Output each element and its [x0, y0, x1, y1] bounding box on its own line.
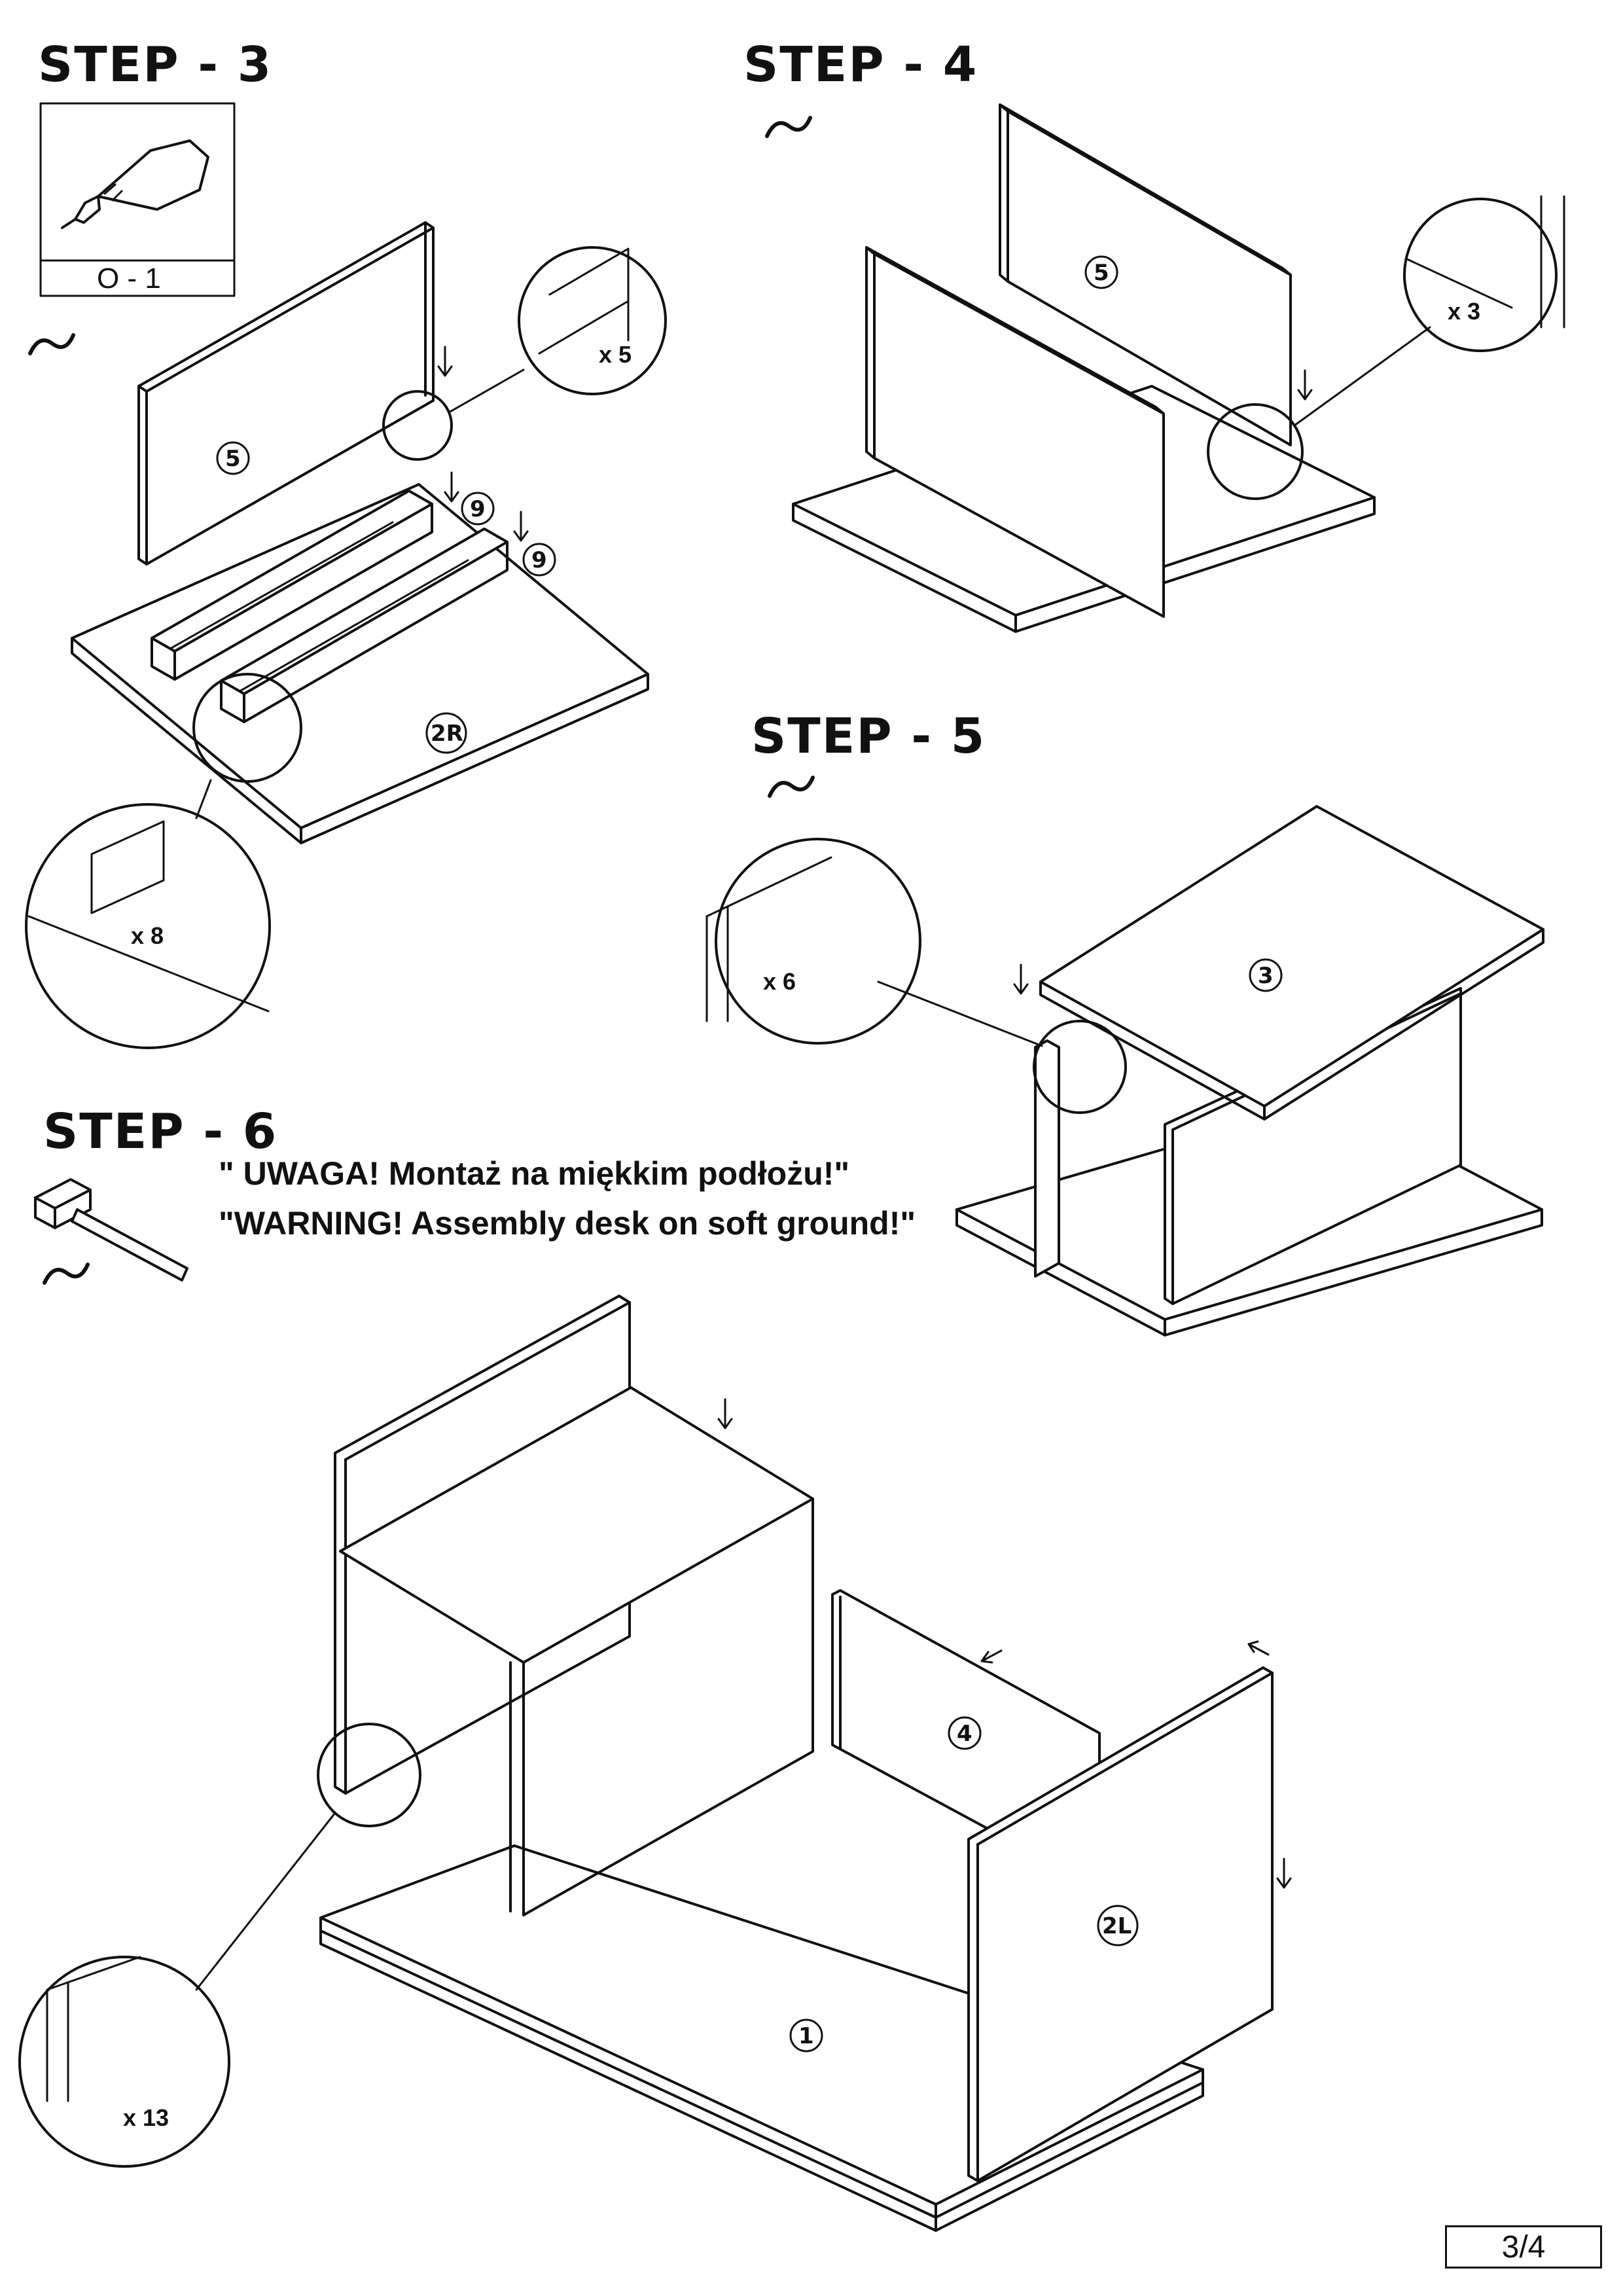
dowel-detail-circle [518, 246, 667, 395]
part-label-2r: 2R [425, 712, 467, 754]
glue-detail-circle [25, 803, 271, 1049]
cam-qty-step5: x 6 [763, 968, 796, 995]
glue-box-label: O - 1 [97, 262, 161, 295]
panel-2l [967, 1666, 1274, 2182]
glue-callout-marker [192, 673, 302, 783]
panel-5-step3 [137, 221, 435, 565]
glue-box: O - 1 [39, 102, 236, 297]
svg-text:3: 3 [1258, 963, 1274, 989]
glue-qty: x 8 [131, 922, 164, 949]
rail-9-b [220, 528, 508, 723]
part-label-5-step3: 5 [216, 441, 250, 475]
cam-callout-marker [1207, 403, 1304, 500]
part-label-1: 1 [789, 2018, 823, 2053]
detail-callout-marker [382, 390, 453, 461]
svg-text:2L: 2L [1102, 1913, 1132, 1939]
part-label-9-b: 9 [522, 543, 556, 577]
step-4-title: STEP - 4 [743, 37, 978, 93]
svg-text:5: 5 [1094, 260, 1109, 286]
cam-callout-marker-step5 [1033, 1020, 1127, 1114]
svg-text:9: 9 [531, 547, 547, 573]
step-5-title: STEP - 5 [751, 708, 986, 764]
part-label-2l: 2L [1097, 1905, 1139, 1946]
part-label-5-step4: 5 [1084, 255, 1118, 289]
rail-9-a [151, 490, 433, 681]
cam-detail-circle [1403, 198, 1558, 352]
soft-ground-icon [765, 116, 812, 138]
cam-callout-marker-step6 [317, 1723, 421, 1827]
cam-detail-circle-step6 [18, 1956, 230, 2168]
svg-text:4: 4 [957, 1721, 972, 1747]
side-panel-left-step5 [1034, 1039, 1060, 1278]
cam-qty-step4: x 3 [1448, 298, 1480, 325]
top-panel-3 [1039, 805, 1544, 1121]
soft-ground-icon [28, 333, 75, 355]
part-label-4: 4 [948, 1716, 982, 1750]
shelf-block-step6 [339, 1386, 814, 1916]
svg-text:9: 9 [470, 496, 486, 522]
dowel-qty: x 5 [599, 341, 632, 368]
step-6-title: STEP - 6 [43, 1103, 278, 1160]
glue-tube-icon [61, 139, 209, 229]
warning-polish: " UWAGA! Montaż na miękkim podłożu!" [219, 1155, 850, 1192]
svg-text:1: 1 [798, 2023, 814, 2049]
page-number: 3/4 [1445, 2225, 1602, 2269]
panel-upright-step4 [865, 246, 1165, 618]
soft-ground-icon [43, 1263, 90, 1285]
cam-detail-circle-step5 [715, 838, 921, 1045]
cam-qty-step6: x 13 [123, 2104, 169, 2131]
step-3-title: STEP - 3 [38, 37, 273, 93]
part-label-9-a: 9 [461, 492, 495, 526]
svg-text:5: 5 [225, 446, 241, 472]
warning-english: "WARNING! Assembly desk on soft ground!" [219, 1205, 916, 1242]
hammer-icon [34, 1178, 188, 1282]
soft-ground-icon [768, 776, 815, 798]
panel-5-step4 [999, 103, 1292, 446]
part-label-3: 3 [1249, 958, 1283, 992]
svg-text:2R: 2R [431, 721, 463, 747]
